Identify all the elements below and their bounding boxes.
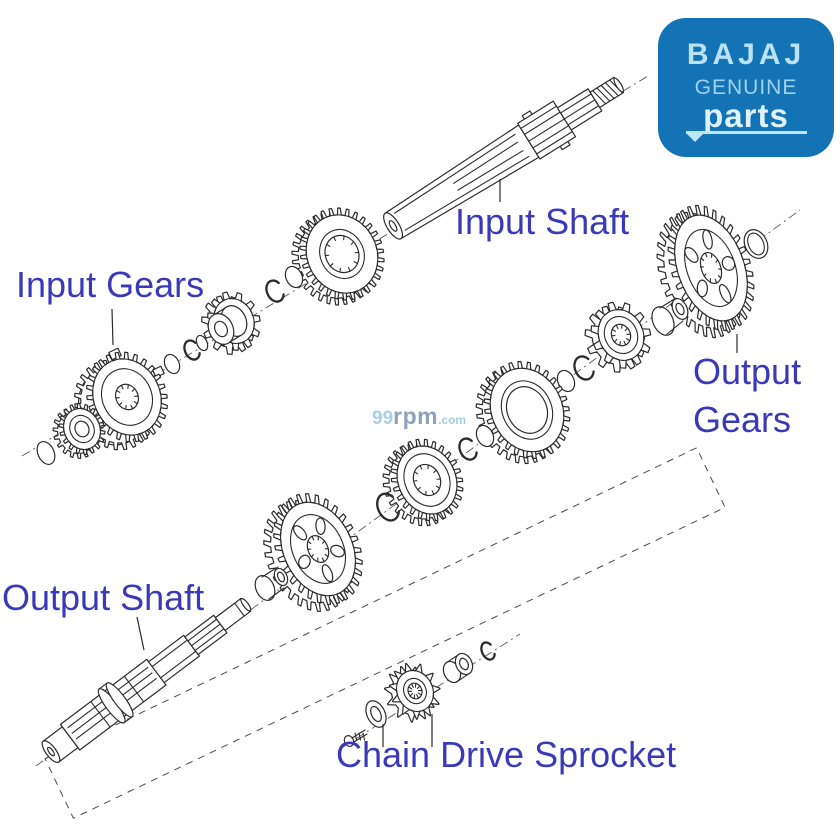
washer-ring [194,334,210,353]
snap-ring [263,278,286,304]
output-gear-3rd [461,348,585,478]
logo-parts-text: parts [703,97,789,134]
input-gear-cluster [60,339,181,463]
label-input-gears: Input Gears [16,264,205,305]
snap-ring [456,436,479,462]
washer-ring [554,368,578,395]
logo-brand-text: BAJAJ [686,38,806,71]
input-gear-small [45,396,113,466]
snap-ring [181,338,201,362]
label-chain-drive-sprocket: Chain Drive Sprocket [336,734,677,775]
dashed-boundary-box [44,447,726,819]
watermark-tld: .com [438,413,467,427]
logo-genuine-text: GENUINE [694,76,798,99]
label-output-gears: Output Gears [693,348,801,444]
input-shaft-drawing [375,62,634,250]
output-gear-dog [575,292,661,382]
washer-ring [473,423,497,450]
output-gear-1st [641,194,770,350]
watermark: 99rpm.com [372,403,466,430]
output-spacer-collar [251,572,278,603]
label-output-gears-line2: Gears [693,399,792,440]
sprocket-bolt [343,730,367,748]
sprocket-lock-plate [362,698,390,731]
bajaj-genuine-parts-logo: BAJAJ GENUINE parts [658,18,834,157]
snap-ring [571,354,596,383]
output-gear-low [247,480,379,626]
leader-lines [111,179,738,747]
logo-underline-arrow-icon [686,131,807,142]
output-bush-flange [648,303,679,339]
snap-ring [373,491,402,524]
sprocket-bush [440,651,476,686]
washer-ring [161,352,182,376]
watermark-num: 99 [372,408,394,429]
input-gear-large [277,194,399,319]
label-output-gears-line1: Output [693,351,802,392]
output-shaft-drawing [34,587,260,772]
label-input-shaft: Input Shaft [455,201,630,242]
input-gear-hub [203,301,251,348]
washer-ring [282,264,306,291]
chain-drive-sprocket [375,655,448,731]
snap-ring [479,641,497,662]
label-output-shaft: Output Shaft [2,577,205,618]
watermark-name: rpm [393,403,439,429]
washer-ring [34,439,59,468]
washer-ring [740,226,773,262]
